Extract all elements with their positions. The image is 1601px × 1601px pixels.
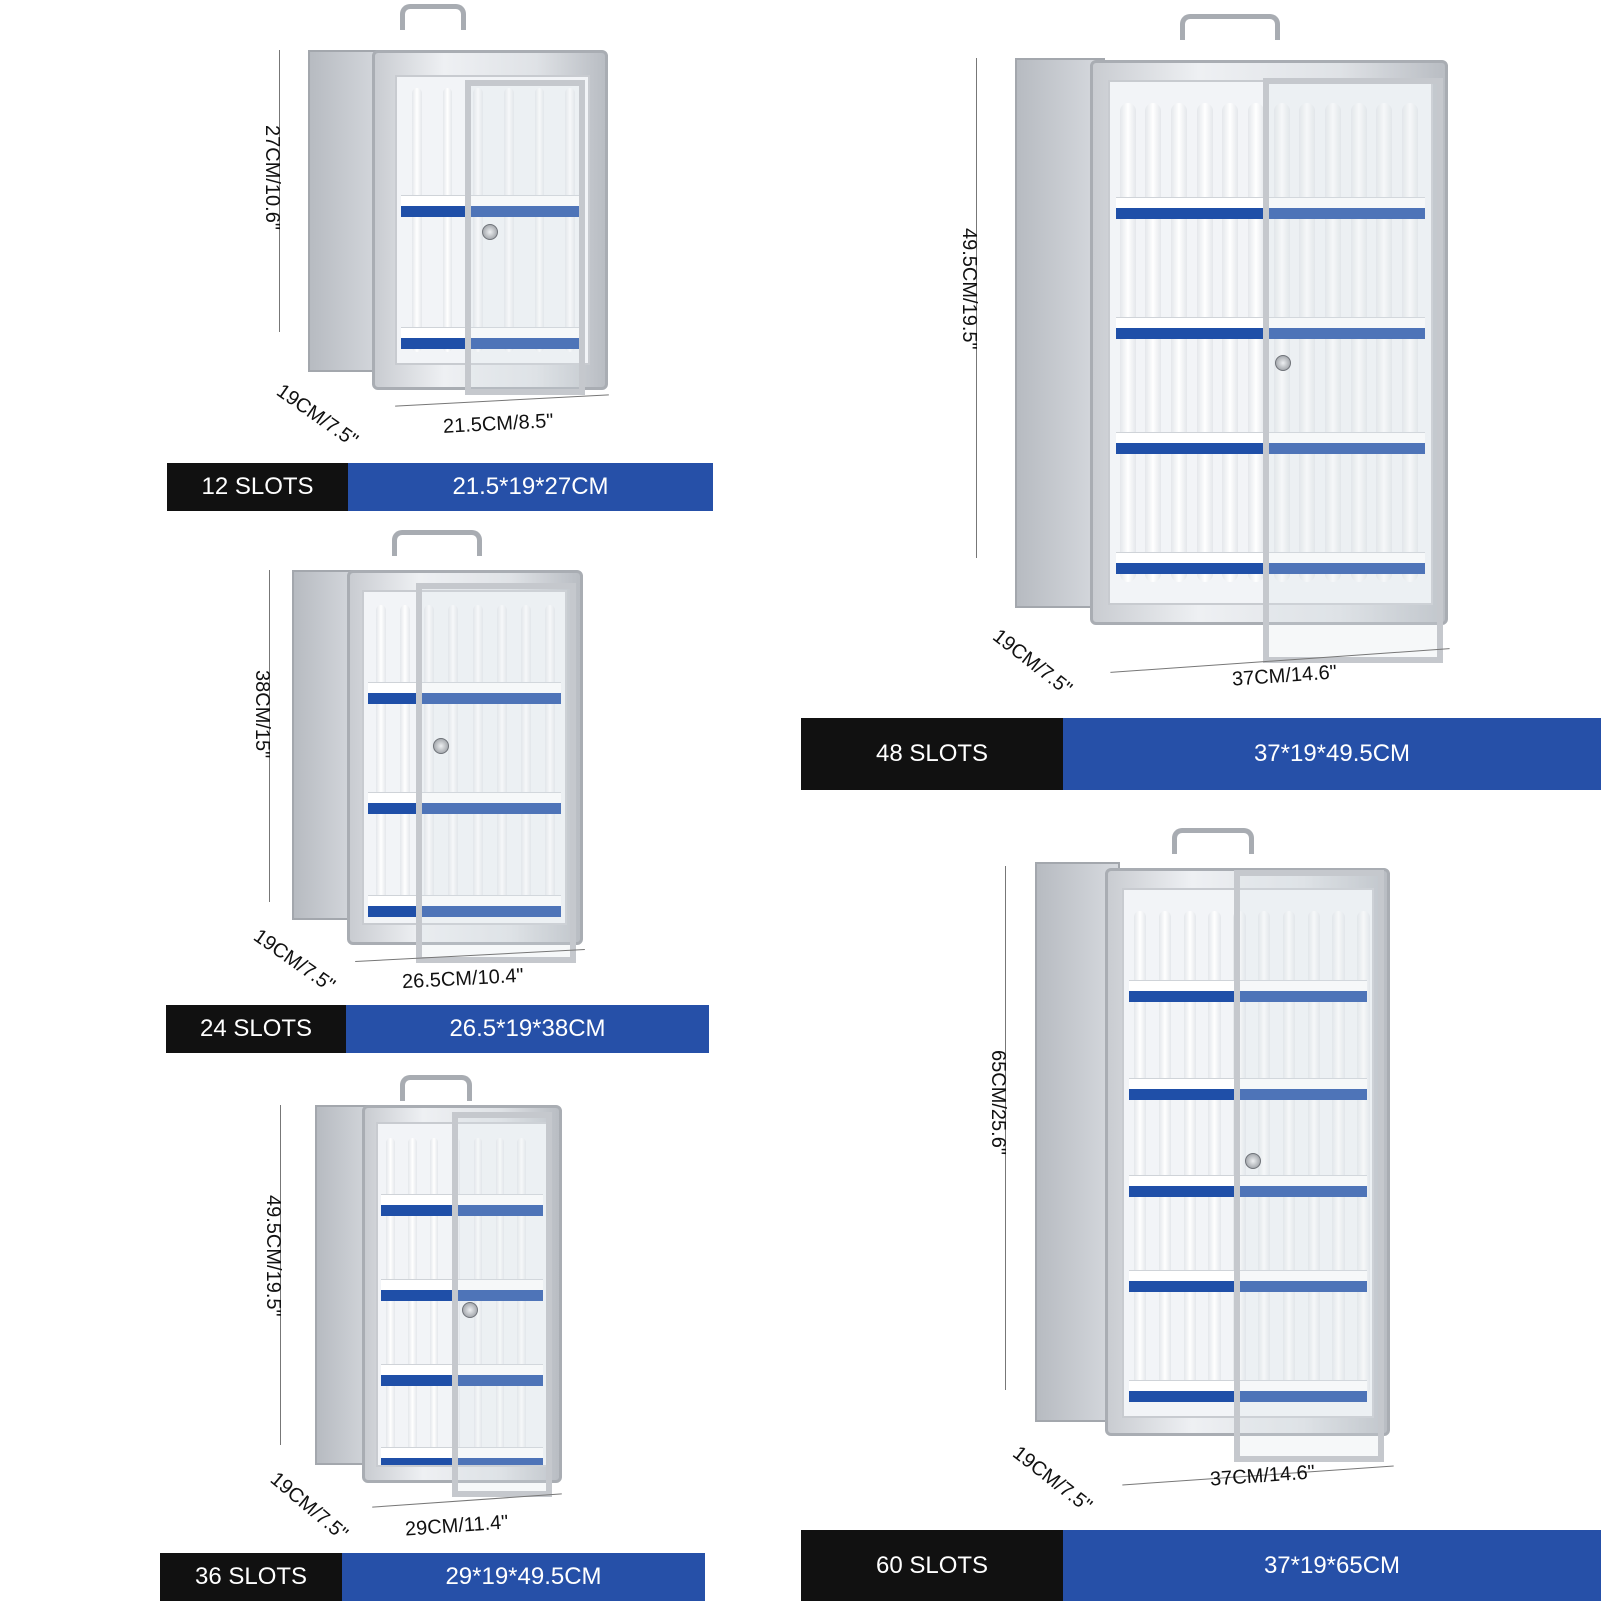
handle [1180,14,1280,40]
handle [400,1075,472,1101]
glass-door [1263,78,1443,663]
depth-dimension: 19CM/7.5" [265,1468,352,1546]
width-dimension: 26.5CM/10.4" [401,964,525,994]
depth-dimension: 19CM/7.5" [249,925,339,997]
slots-count: 24 SLOTS [166,1005,346,1053]
cabinet-interior [1122,888,1374,1418]
cabinet-size: 37*19*65CM [1063,1530,1601,1601]
glass-door [416,583,576,963]
slots-count: 36 SLOTS [160,1553,342,1601]
lock-icon [1275,355,1291,371]
handle [392,530,482,556]
handle [1172,828,1254,854]
height-dimension: 27CM/10.6" [261,125,283,230]
product-spec-bar: 60 SLOTS 37*19*65CM [801,1530,1601,1601]
product-spec-bar: 24 SLOTS 26.5*19*38CM [166,1005,709,1053]
width-dimension: 37CM/14.6" [1209,1461,1316,1491]
cabinet-size: 21.5*19*27CM [348,463,713,511]
lock-icon [433,738,449,754]
width-dimension: 29CM/11.4" [404,1511,510,1541]
lock-icon [482,224,498,240]
lock-icon [462,1302,478,1318]
cabinet-size: 37*19*49.5CM [1063,718,1601,790]
height-dimension: 49.5CM/19.5" [958,228,980,350]
lock-icon [1245,1153,1261,1169]
slots-count: 12 SLOTS [167,463,348,511]
slots-count: 48 SLOTS [801,718,1063,790]
height-dimension: 65CM/25.6" [987,1050,1009,1155]
width-dimension: 37CM/14.6" [1231,661,1338,691]
handle [400,4,466,30]
width-dimension: 21.5CM/8.5" [442,410,554,438]
glass-door [465,80,585,395]
cabinet-interior [376,1122,548,1467]
slots-count: 60 SLOTS [801,1530,1063,1601]
product-spec-bar: 12 SLOTS 21.5*19*27CM [167,463,713,511]
product-spec-bar: 36 SLOTS 29*19*49.5CM [160,1553,705,1601]
height-dimension: 49.5CM/19.5" [262,1195,284,1317]
product-spec-bar: 48 SLOTS 37*19*49.5CM [801,718,1601,790]
depth-dimension: 19CM/7.5" [272,380,362,452]
depth-dimension: 19CM/7.5" [988,625,1076,701]
cabinet-size: 26.5*19*38CM [346,1005,709,1053]
cabinet-interior [395,75,590,365]
cabinet-interior [1108,80,1433,605]
depth-dimension: 19CM/7.5" [1008,1442,1096,1518]
cabinet-size: 29*19*49.5CM [342,1553,705,1601]
height-dimension: 38CM/15" [251,670,273,759]
cabinet-interior [362,590,567,925]
